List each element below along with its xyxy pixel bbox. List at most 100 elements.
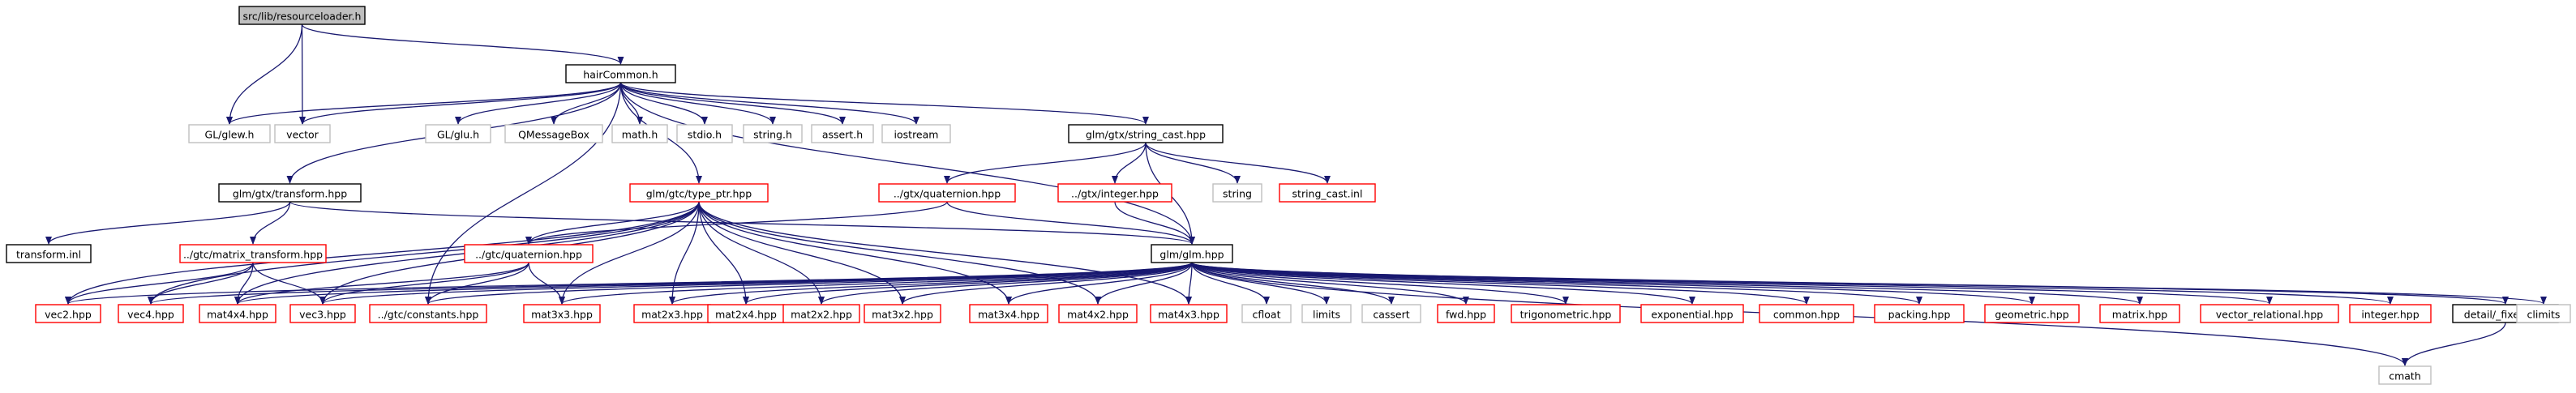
node-gtx_quaternion[interactable]: ../gtx/quaternion.hpp [878,183,1016,203]
node-box [1057,183,1172,203]
node-label: hairCommon.h [583,69,658,81]
node-label: climits [2527,309,2561,321]
edge-string_cast_hpp-to-gtx_quaternion [944,142,1147,184]
node-label: geometric.hpp [1995,309,2068,321]
node-box [464,244,594,263]
node-exponential[interactable]: exponential.hpp [1640,304,1744,323]
node-trigonometric[interactable]: trigonometric.hpp [1511,304,1621,323]
node-box [218,183,362,203]
node-mat4x2[interactable]: mat4x2.hpp [1058,304,1138,323]
node-label: mat3x3.hpp [531,309,593,321]
node-climits: climits [2516,304,2571,323]
node-box [881,124,951,143]
node-gtx_integer[interactable]: ../gtx/integer.hpp [1057,183,1172,203]
node-mat3x3[interactable]: mat3x3.hpp [523,304,601,323]
node-box [743,124,803,143]
node-label: mat2x4.hpp [715,309,777,321]
edge-hairCommon-to-glew [226,82,622,125]
node-string_cast_inl[interactable]: string_cast.inl [1279,183,1376,203]
node-label: ../gtc/constants.hpp [378,309,479,321]
node-box [1437,304,1495,323]
node-box [118,304,184,323]
node-label: glm/glm.hpp [1159,249,1224,261]
edge-string_cast_hpp-to-string [1145,142,1241,184]
node-box [969,304,1048,323]
node-packing[interactable]: packing.hpp [1874,304,1965,323]
edge-transform_hpp-to-matrix_transform [250,201,291,245]
node-type_ptr[interactable]: glm/gtc/type_ptr.hpp [629,183,769,203]
edge-hairCommon-to-glm [619,82,1195,245]
node-mat4x4[interactable]: mat4x4.hpp [199,304,276,323]
node-gtc_quaternion[interactable]: ../gtc/quaternion.hpp [464,244,594,263]
node-box [676,124,733,143]
node-label: mat4x3.hpp [1158,309,1219,321]
edge-glm-to-mat3x2 [899,262,1193,305]
node-label: integer.hpp [2361,309,2419,321]
edge-type_ptr-to-mat2x3 [669,201,700,305]
edge-glm-to-mat2x4 [743,262,1193,305]
node-label: limits [1313,309,1340,321]
node-label: trigonometric.hpp [1520,309,1612,321]
node-constants[interactable]: ../gtc/constants.hpp [369,304,487,323]
node-resourceloader[interactable]: src/lib/resourceloader.h [238,6,366,25]
node-label: mat3x4.hpp [978,309,1039,321]
node-box [289,304,356,323]
edge-type_ptr-to-mat3x4 [698,201,1012,305]
edge-gtx_integer-to-glm [1114,201,1195,245]
node-integer[interactable]: integer.hpp [2349,304,2432,323]
node-label: ../gtx/integer.hpp [1071,188,1159,200]
edge-gtc_quaternion-to-vec3 [319,262,529,305]
node-box [782,304,860,323]
node-vec2[interactable]: vec2.hpp [35,304,101,323]
node-label: vec4.hpp [127,309,174,321]
node-transform_hpp[interactable]: glm/gtx/transform.hpp [218,183,362,203]
node-mat2x3[interactable]: mat2x3.hpp [633,304,711,323]
node-hairCommon[interactable]: hairCommon.h [565,64,676,83]
node-label: ../gtx/quaternion.hpp [894,188,1001,200]
node-label: transform.inl [16,249,81,261]
node-string_cast_hpp[interactable]: glm/gtx/string_cast.hpp [1068,124,1224,143]
node-label: glm/gtc/type_ptr.hpp [646,188,752,200]
node-label: cmath [2389,370,2421,382]
edge-gtc_quaternion-to-constants [425,262,529,305]
node-box [1068,124,1224,143]
node-transform_inl[interactable]: transform.inl [6,244,92,263]
edge-resourceloader-to-glew [226,23,303,125]
node-box [1361,304,1421,323]
node-label: ../gtc/quaternion.hpp [475,249,582,261]
node-glm[interactable]: glm/glm.hpp [1151,244,1233,263]
node-label: mat4x2.hpp [1067,309,1129,321]
node-label: assert.h [822,129,863,141]
node-label: string_cast.inl [1292,188,1363,200]
edges-layer [45,23,2547,366]
node-cmath: cmath [2378,365,2432,385]
node-fwd[interactable]: fwd.hpp [1437,304,1495,323]
edge-matrix_transform-to-vec2 [65,262,254,305]
node-mat2x2[interactable]: mat2x2.hpp [782,304,860,323]
node-label: mat4x4.hpp [207,309,268,321]
node-box [1150,304,1228,323]
edge-hairCommon-to-assert [619,82,846,125]
node-label: packing.hpp [1888,309,1951,321]
node-mat4x3[interactable]: mat4x3.hpp [1150,304,1228,323]
edge-glm-to-geometric [1191,262,2035,305]
edge-type_ptr-to-gtc_quaternion [525,201,700,245]
node-vec3[interactable]: vec3.hpp [289,304,356,323]
node-vector_relational[interactable]: vector_relational.hpp [2200,304,2339,323]
node-matrix_transform[interactable]: ../gtc/matrix_transform.hpp [179,244,327,263]
node-box [1279,183,1376,203]
node-mat3x2[interactable]: mat3x2.hpp [864,304,941,323]
edge-hairCommon-to-stdio [619,82,708,125]
node-cfloat: cfloat [1241,304,1292,323]
node-geometric[interactable]: geometric.hpp [1984,304,2080,323]
edge-glm-to-climits [1191,262,2547,305]
edge-glm-to-trigonometric [1191,262,1569,305]
edge-hairCommon-to-glu [455,82,622,125]
edge-glm-to-packing [1191,262,1922,305]
node-label: iostream [894,129,939,141]
node-common[interactable]: common.hpp [1759,304,1854,323]
node-mat2x4[interactable]: mat2x4.hpp [707,304,785,323]
node-matrix[interactable]: matrix.hpp [2099,304,2180,323]
node-mat3x4[interactable]: mat3x4.hpp [969,304,1048,323]
node-vec4[interactable]: vec4.hpp [118,304,184,323]
